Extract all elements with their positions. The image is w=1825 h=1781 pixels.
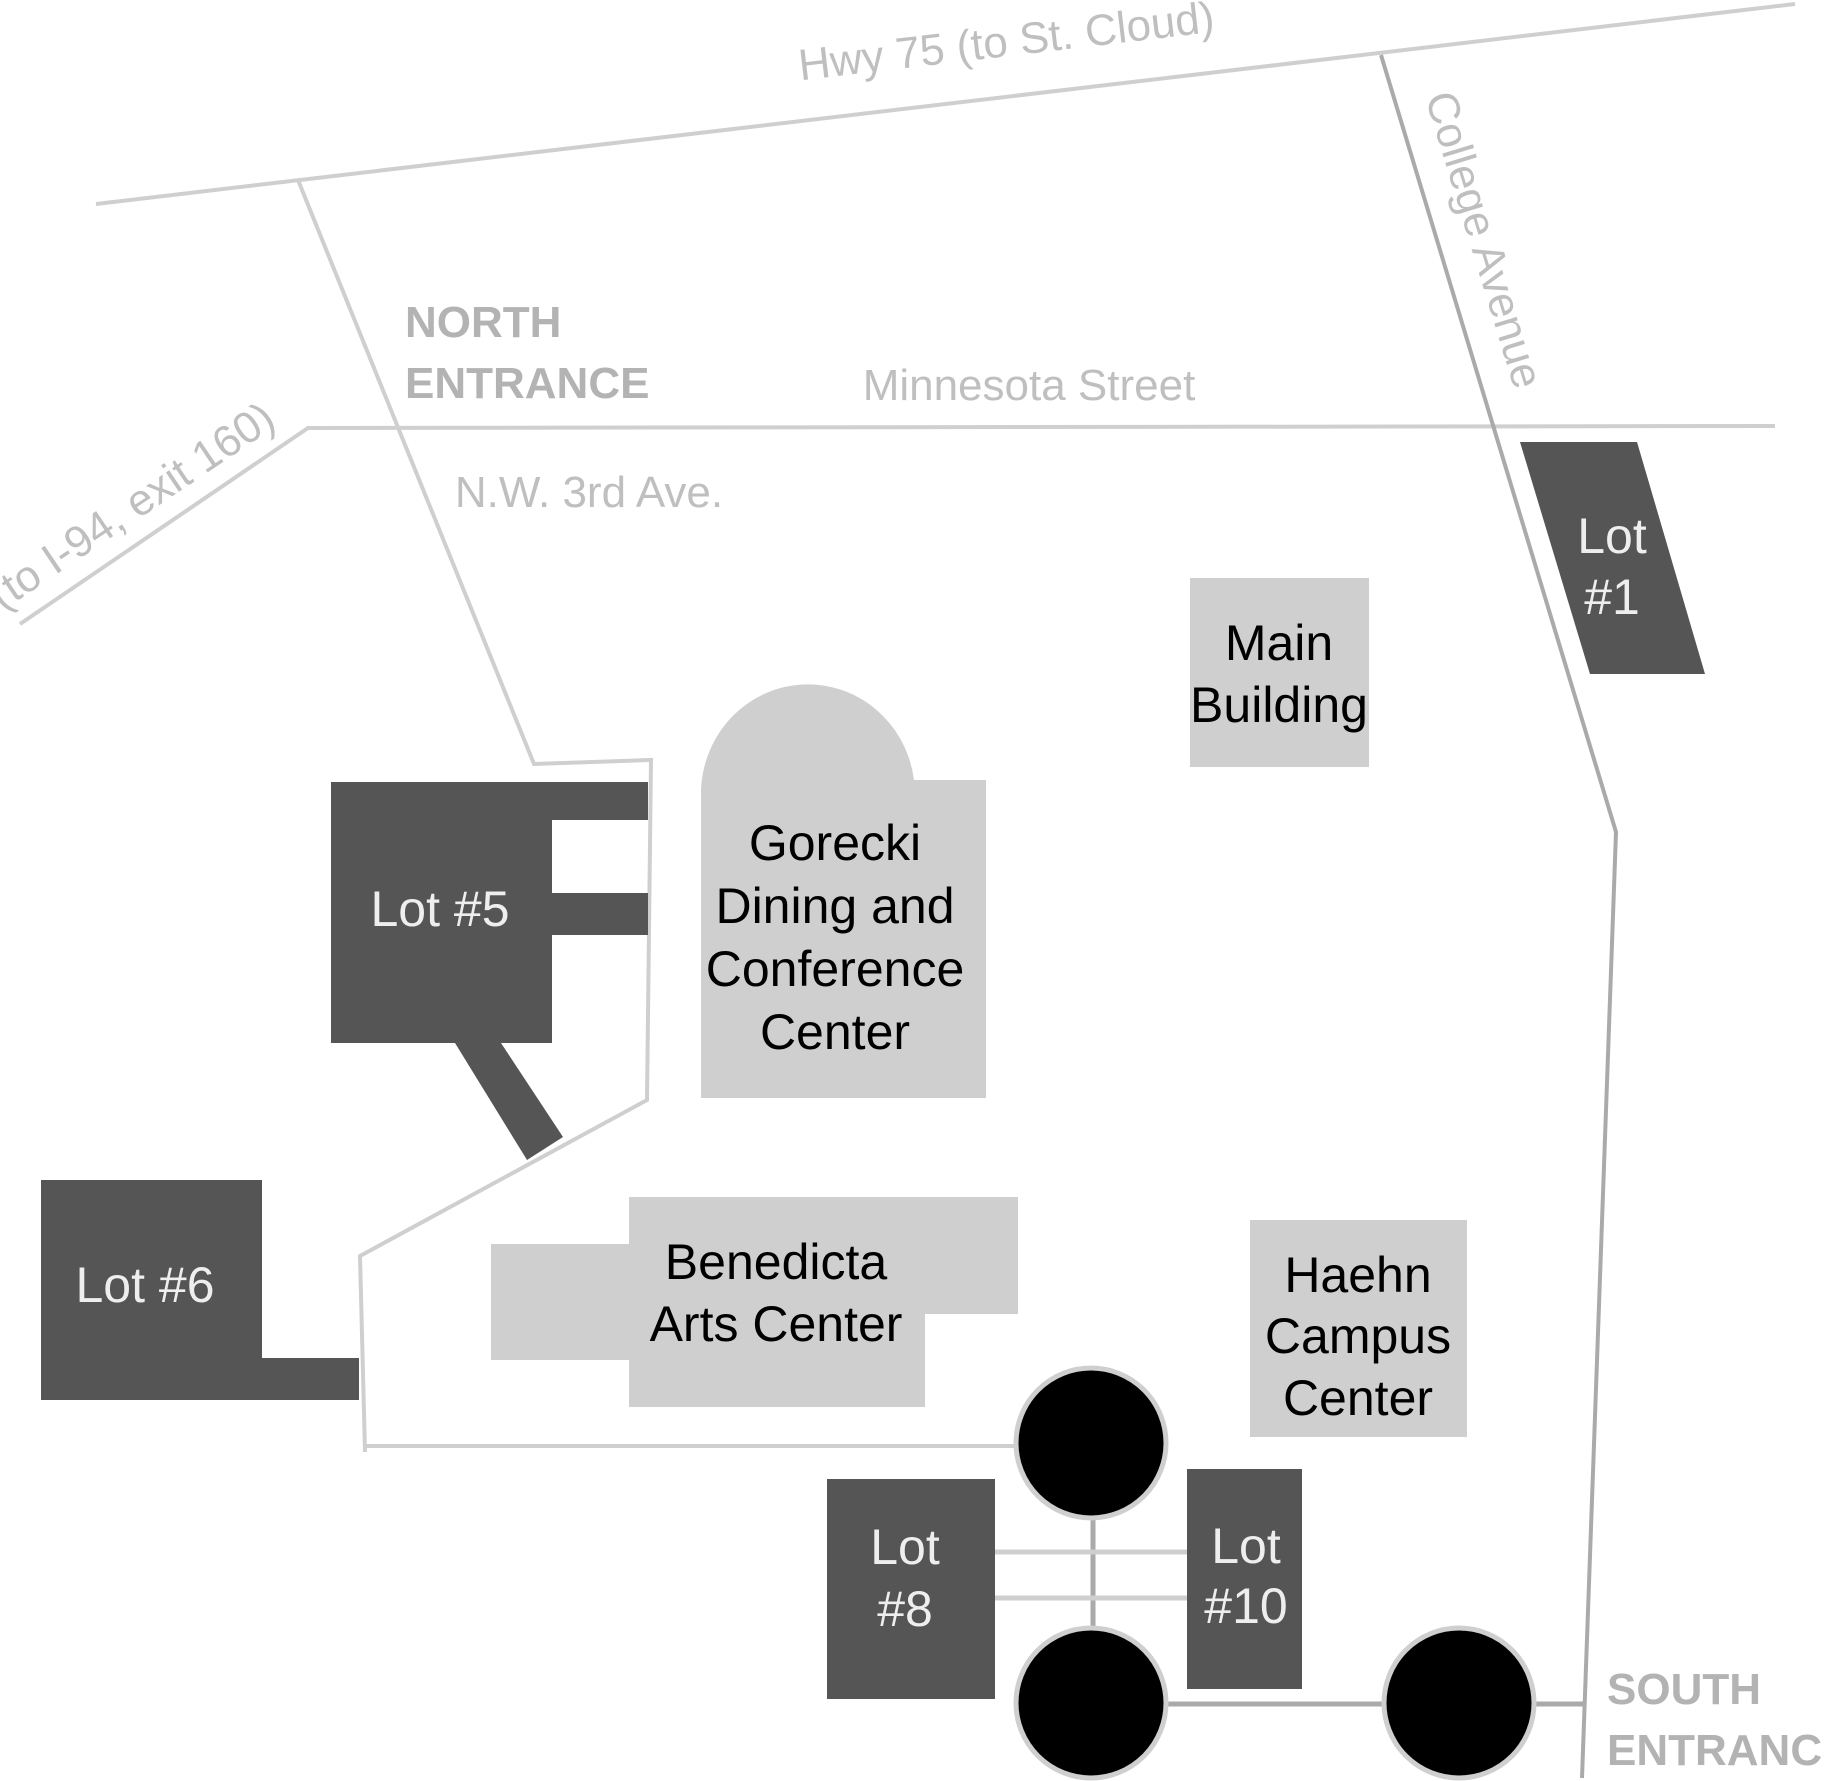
lot-8-shape xyxy=(827,1479,995,1699)
south-entrance-line1: SOUTH xyxy=(1607,1665,1761,1714)
markers xyxy=(1013,1365,1537,1781)
north-entrance-line2: ENTRANCE xyxy=(405,359,649,408)
lot-8-label-line1: Lot xyxy=(870,1519,940,1575)
label-minnesota-street: Minnesota Street xyxy=(863,361,1196,410)
haehn-label-line3: Center xyxy=(1283,1370,1433,1426)
lot-1-label-line2: #1 xyxy=(1584,569,1640,625)
lot-6-label: Lot #6 xyxy=(75,1257,214,1313)
main-building-shape xyxy=(1190,578,1369,767)
road-hwy75 xyxy=(95,2,1796,206)
marker-south-west[interactable] xyxy=(1013,1625,1169,1781)
lot-labels: Lot #1 Lot #5 Lot #6 Lot #8 Lot #10 xyxy=(75,508,1646,1637)
gorecki-label-line2: Dining and xyxy=(715,878,954,934)
building-labels: Main Building Gorecki Dining and Confere… xyxy=(650,615,1452,1426)
lot-6-shape xyxy=(41,1180,262,1400)
lot-5-label: Lot #5 xyxy=(370,881,509,937)
parking-lots xyxy=(41,442,1705,1699)
entrance-labels: NORTH ENTRANCE SOUTH ENTRANCE xyxy=(405,298,1825,1775)
gorecki-label-line3: Conference xyxy=(706,941,965,997)
gorecki-building-shape xyxy=(701,684,986,1098)
lot-10-label-line2: #10 xyxy=(1204,1578,1287,1634)
road-nw-3rd-ave xyxy=(296,179,654,1453)
lot-10-shape xyxy=(1187,1469,1302,1689)
road-minnesota-street xyxy=(18,424,1776,626)
lot-1-label-line1: Lot xyxy=(1577,508,1647,564)
main-building-label-line2: Building xyxy=(1190,677,1368,733)
lot-5-connector-diagonal xyxy=(455,1043,563,1160)
lot-1-shape xyxy=(1520,442,1705,674)
haehn-label-line2: Campus xyxy=(1265,1308,1451,1364)
main-building-label-line1: Main xyxy=(1225,615,1333,671)
gorecki-label-line4: Center xyxy=(760,1004,910,1060)
north-entrance-line1: NORTH xyxy=(405,298,561,347)
benedicta-label-line2: Arts Center xyxy=(650,1296,903,1352)
haehn-label-line1: Haehn xyxy=(1284,1247,1431,1303)
marker-north[interactable] xyxy=(1013,1365,1169,1521)
label-i94: (to I-94, exit 160) xyxy=(0,393,283,620)
lot-10-label-line1: Lot xyxy=(1211,1518,1281,1574)
benedicta-label-line1: Benedicta xyxy=(665,1234,888,1290)
lot-6-connector xyxy=(258,1358,359,1400)
label-hwy75: Hwy 75 (to St. Cloud) xyxy=(796,0,1217,90)
gorecki-label-line1: Gorecki xyxy=(749,815,921,871)
benedicta-building-shape xyxy=(491,1197,1018,1407)
marker-south-east[interactable] xyxy=(1381,1625,1537,1781)
label-nw-3rd-ave: N.W. 3rd Ave. xyxy=(455,468,723,517)
buildings xyxy=(491,578,1467,1437)
lot-5-connector-top xyxy=(548,782,648,820)
south-entrance-line2: ENTRANCE xyxy=(1607,1726,1825,1775)
lot-5-connector-middle xyxy=(548,893,648,935)
haehn-building-shape xyxy=(1250,1220,1467,1437)
lot-5-shape xyxy=(331,782,552,1043)
road-college-avenue xyxy=(1379,54,1619,1779)
street-labels: Hwy 75 (to St. Cloud) College Avenue Min… xyxy=(0,0,1552,619)
lot-8-label-line2: #8 xyxy=(877,1581,933,1637)
